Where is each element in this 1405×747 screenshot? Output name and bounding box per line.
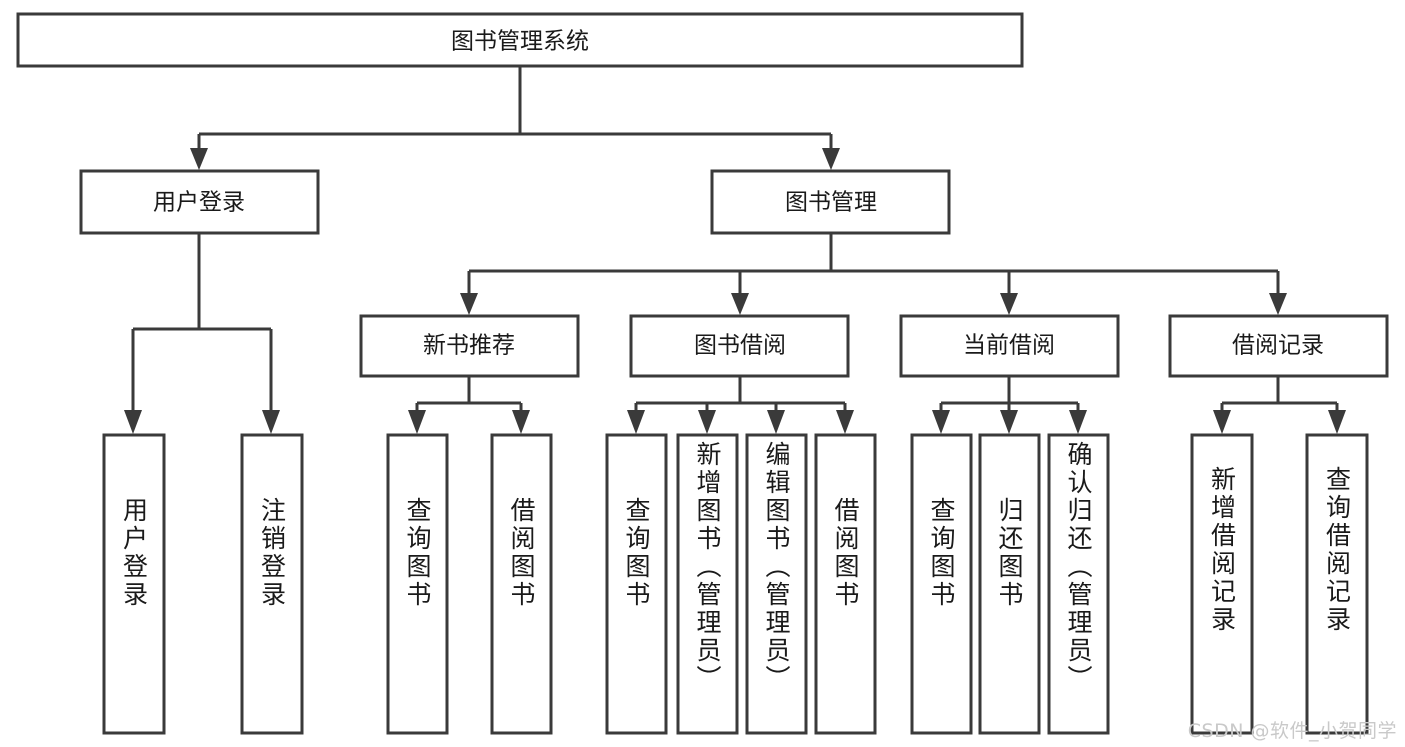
- arrow-borrow-leaf-4: [836, 410, 854, 434]
- node-label-user-login: 用户登录: [153, 190, 245, 216]
- arrow-borrow-leaf-3: [767, 410, 785, 434]
- arrow-current-leaf-3: [1069, 410, 1087, 434]
- arrow-to-borrow: [731, 293, 749, 315]
- node-borrow-record[interactable]: 借阅记录: [1168, 314, 1389, 378]
- node-new-book-recommend[interactable]: 新书推荐: [359, 314, 580, 378]
- node-label-borrow-record: 借阅记录: [1232, 333, 1324, 359]
- leaf-box-query-borrow-record[interactable]: [1305, 433, 1369, 735]
- node-book-management[interactable]: 图书管理: [710, 169, 951, 235]
- node-label-book-management: 图书管理: [785, 190, 877, 216]
- node-box-user-login[interactable]: [79, 169, 320, 235]
- leaf-box-borrow-book[interactable]: [814, 433, 877, 735]
- connector-group: [124, 67, 1346, 434]
- arrow-to-current: [1000, 293, 1018, 315]
- leaf-box-add-borrow-record[interactable]: [1190, 433, 1254, 735]
- arrow-leaf-logout: [262, 410, 280, 434]
- arrow-borrow-leaf-2: [698, 410, 716, 434]
- leaf-box-user-login[interactable]: [102, 433, 166, 735]
- arrow-to-record: [1269, 293, 1287, 315]
- leaf-box-edit-book-admin[interactable]: [745, 433, 808, 735]
- node-book-borrow[interactable]: 图书借阅: [629, 314, 850, 378]
- node-label-current-borrow: 当前借阅: [963, 333, 1055, 359]
- leaf-box-return-book[interactable]: [978, 433, 1041, 735]
- leaf-box-query-book-newbook[interactable]: [386, 433, 449, 735]
- leaf-box-group: [102, 433, 1369, 735]
- arrow-to-user-login: [190, 148, 208, 170]
- leaf-box-borrow-book-newbook[interactable]: [490, 433, 553, 735]
- node-box-root[interactable]: [16, 12, 1024, 68]
- leaf-box-query-book-current[interactable]: [910, 433, 973, 735]
- arrow-current-leaf-2: [1000, 410, 1018, 434]
- arrow-newbook-leaf-1: [408, 410, 426, 434]
- arrow-current-leaf-1: [932, 410, 950, 434]
- leaf-box-logout[interactable]: [240, 433, 304, 735]
- node-user-login[interactable]: 用户登录: [79, 169, 320, 235]
- arrow-record-leaf-2: [1328, 410, 1346, 434]
- node-current-borrow[interactable]: 当前借阅: [899, 314, 1120, 378]
- leaf-box-query-book-borrow[interactable]: [605, 433, 668, 735]
- node-label-root: 图书管理系统: [451, 29, 589, 55]
- node-label-book-borrow: 图书借阅: [694, 333, 786, 359]
- leaf-box-confirm-return-admin[interactable]: [1047, 433, 1110, 735]
- arrow-borrow-leaf-1: [627, 410, 645, 434]
- arrow-to-newbook: [460, 293, 478, 315]
- arrow-record-leaf-1: [1213, 410, 1231, 434]
- node-box-current-borrow[interactable]: [899, 314, 1120, 378]
- node-label-new-book-recommend: 新书推荐: [423, 333, 515, 359]
- node-box-book-borrow[interactable]: [629, 314, 850, 378]
- leaf-box-add-book-admin[interactable]: [676, 433, 739, 735]
- arrow-leaf-user-login: [124, 410, 142, 434]
- arrow-to-book-mgmt: [822, 148, 840, 170]
- arrow-newbook-leaf-2: [512, 410, 530, 434]
- node-box-book-management[interactable]: [710, 169, 951, 235]
- node-box-borrow-record[interactable]: [1168, 314, 1389, 378]
- node-root-system[interactable]: 图书管理系统: [16, 12, 1024, 68]
- csdn-watermark: CSDN @软件_小贺同学: [1187, 720, 1397, 742]
- node-box-new-book-recommend[interactable]: [359, 314, 580, 378]
